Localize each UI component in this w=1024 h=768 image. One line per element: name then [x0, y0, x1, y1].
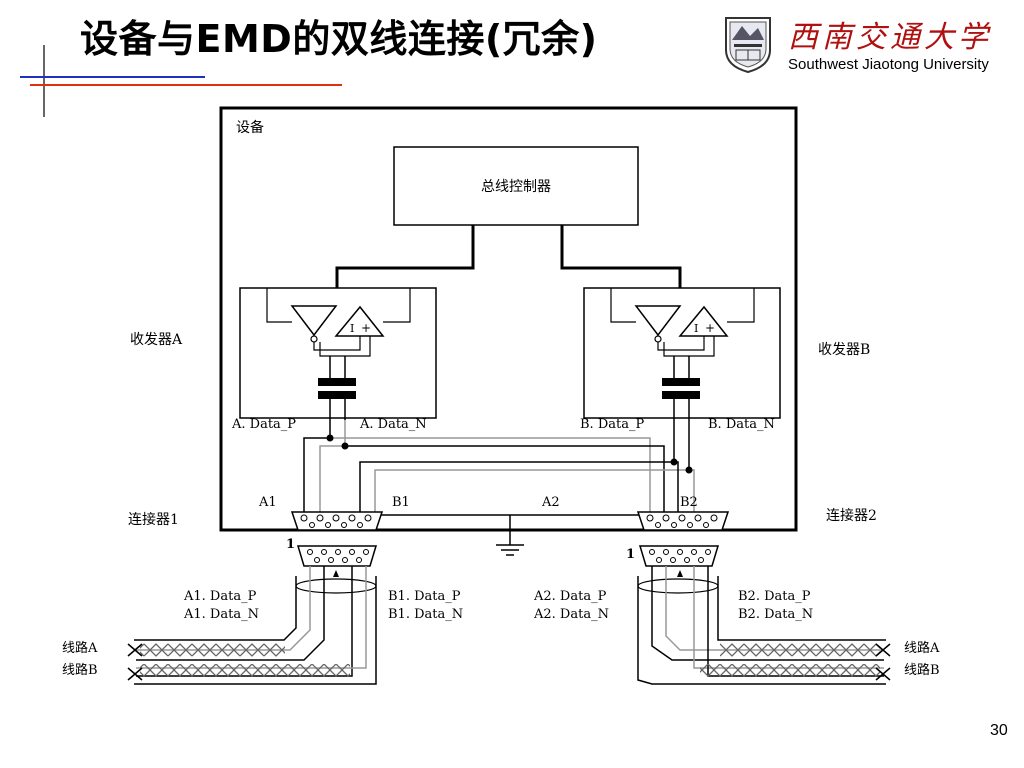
slide-title: 设备与EMD的双线连接(冗余) [80, 17, 598, 61]
university-emblem-icon [725, 17, 771, 74]
university-name-cn: 西南交通大学 [788, 20, 992, 55]
port-a1-label: A1 [258, 495, 277, 510]
title-blue-rule [20, 76, 205, 78]
a-data-p-label: A. Data_P [231, 417, 296, 432]
cable-b2-n-label: B2. Data_N [738, 607, 813, 622]
transceiver-b-box [583, 287, 781, 419]
cable-1 [127, 566, 377, 685]
university-name-en: Southwest Jiaotong University [788, 56, 989, 73]
bus-controller-box [393, 146, 639, 226]
svg-text:+: + [361, 321, 371, 335]
transformer-b-icon [662, 378, 700, 470]
plug-1-icon [296, 545, 378, 567]
transceiver-a-box [239, 287, 437, 419]
controller-link-b [560, 225, 682, 288]
svg-text:I: I [350, 322, 354, 335]
device-frame [219, 106, 798, 532]
cable-a1-p-label: A1. Data_P [183, 589, 257, 604]
bus-controller-label: 总线控制器 [481, 179, 551, 195]
device-label: 设备 [236, 119, 264, 136]
port-a2-label: A2 [541, 495, 560, 510]
cable-a2-p-label: A2. Data_P [533, 589, 607, 604]
line-b-right-label: 线路B [904, 662, 940, 678]
page-number: 30 [990, 722, 1008, 739]
transceiver-b-amplifiers: I + [610, 288, 755, 378]
ground-icon [496, 544, 524, 556]
cable-b1-p-label: B1. Data_P [388, 589, 461, 604]
internal-wiring [303, 420, 695, 545]
line-a-left-label: 线路A [62, 640, 98, 656]
transformer-a-icon [318, 378, 356, 420]
title-vertical-rule [43, 45, 45, 117]
transceiver-a-amplifiers: I + [266, 288, 411, 378]
port-b2-label: B2 [680, 495, 698, 510]
cable-b2-p-label: B2. Data_P [738, 589, 811, 604]
transceiver-b-label: 收发器B [818, 342, 870, 358]
plug-2-icon [638, 545, 720, 567]
port-b1-label: B1 [392, 495, 410, 510]
pin-1-right-label: 1 [626, 547, 635, 562]
controller-link-a [335, 225, 475, 288]
connector-2-icon [636, 511, 730, 531]
cable-a1-n-label: A1. Data_N [183, 607, 259, 622]
b-data-p-label: B. Data_P [580, 417, 644, 432]
cable-2 [637, 566, 891, 685]
connector-1-icon [290, 511, 384, 531]
pin-1-left-label: 1 [286, 537, 295, 552]
title-red-rule [30, 84, 342, 86]
transceiver-a-label: 收发器A [130, 332, 183, 348]
connector-2-label: 连接器2 [826, 507, 877, 524]
line-b-left-label: 线路B [62, 662, 98, 678]
b-data-n-label: B. Data_N [708, 417, 775, 432]
svg-text:I: I [694, 322, 698, 335]
cable-b1-n-label: B1. Data_N [388, 607, 463, 622]
svg-text:+: + [705, 321, 715, 335]
university-logo: 西南交通大学 Southwest Jiaotong University [718, 10, 998, 80]
a-data-n-label: A. Data_N [359, 417, 427, 432]
cable-a2-n-label: A2. Data_N [533, 607, 609, 622]
connector-1-label: 连接器1 [128, 511, 179, 528]
line-a-right-label: 线路A [904, 640, 940, 656]
